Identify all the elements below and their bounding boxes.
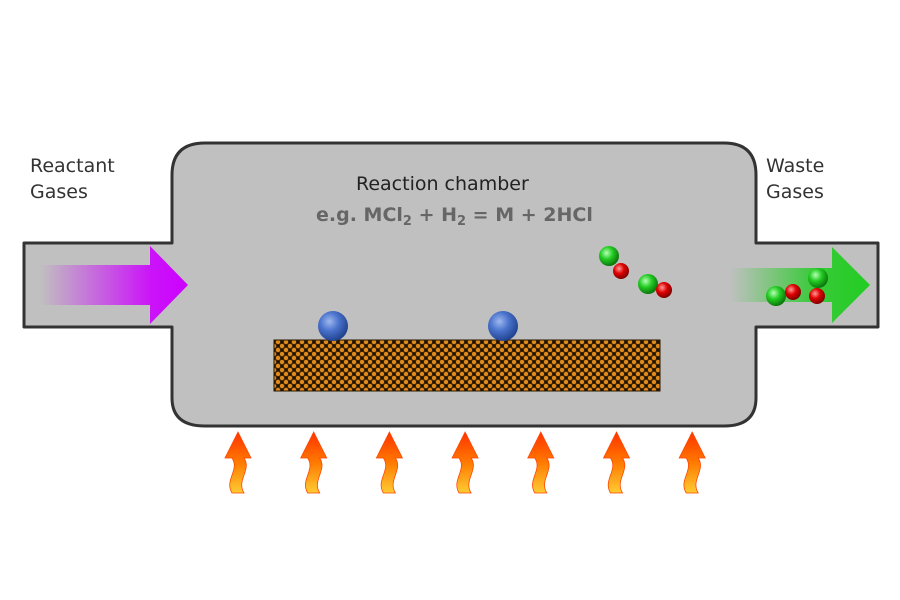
flame-icon: [375, 431, 404, 494]
heat-source: [224, 431, 706, 494]
equation-prefix: e.g. MCl: [316, 204, 403, 226]
chamber-title: Reaction chamber: [356, 173, 529, 195]
flame-icon: [527, 431, 555, 494]
substrate: [273, 339, 661, 392]
flame-icon: [602, 431, 631, 494]
deposited-atom: [318, 311, 348, 341]
equation-sub-1: 2: [402, 214, 412, 229]
equation-sub-2: 2: [457, 214, 467, 229]
waste-molecule: [599, 246, 629, 279]
inlet-arrow-icon: [40, 246, 188, 324]
waste-gases-label: Waste Gases: [766, 153, 824, 205]
reactant-label-line2: Gases: [30, 181, 88, 203]
waste-molecule: [766, 284, 801, 306]
outlet-arrow-icon: [730, 247, 870, 323]
waste-molecule: [808, 268, 828, 304]
deposited-atom: [488, 311, 518, 341]
reaction-equation: e.g. MCl2 + H2 = M + 2HCl: [316, 202, 593, 235]
waste-label-line1: Waste: [766, 155, 825, 177]
reactant-gases-label: Reactant Gases: [30, 153, 115, 205]
equation-rest: = M + 2HCl: [466, 204, 593, 226]
flame-icon: [300, 431, 328, 494]
waste-molecule: [638, 274, 672, 298]
waste-label-line2: Gases: [766, 181, 824, 203]
flame-icon: [451, 431, 479, 494]
reaction-chamber: [22, 141, 880, 428]
equation-plus: + H: [411, 204, 458, 226]
reactant-label-line1: Reactant: [30, 155, 115, 177]
flame-icon: [224, 431, 252, 494]
flame-icon: [678, 431, 706, 494]
